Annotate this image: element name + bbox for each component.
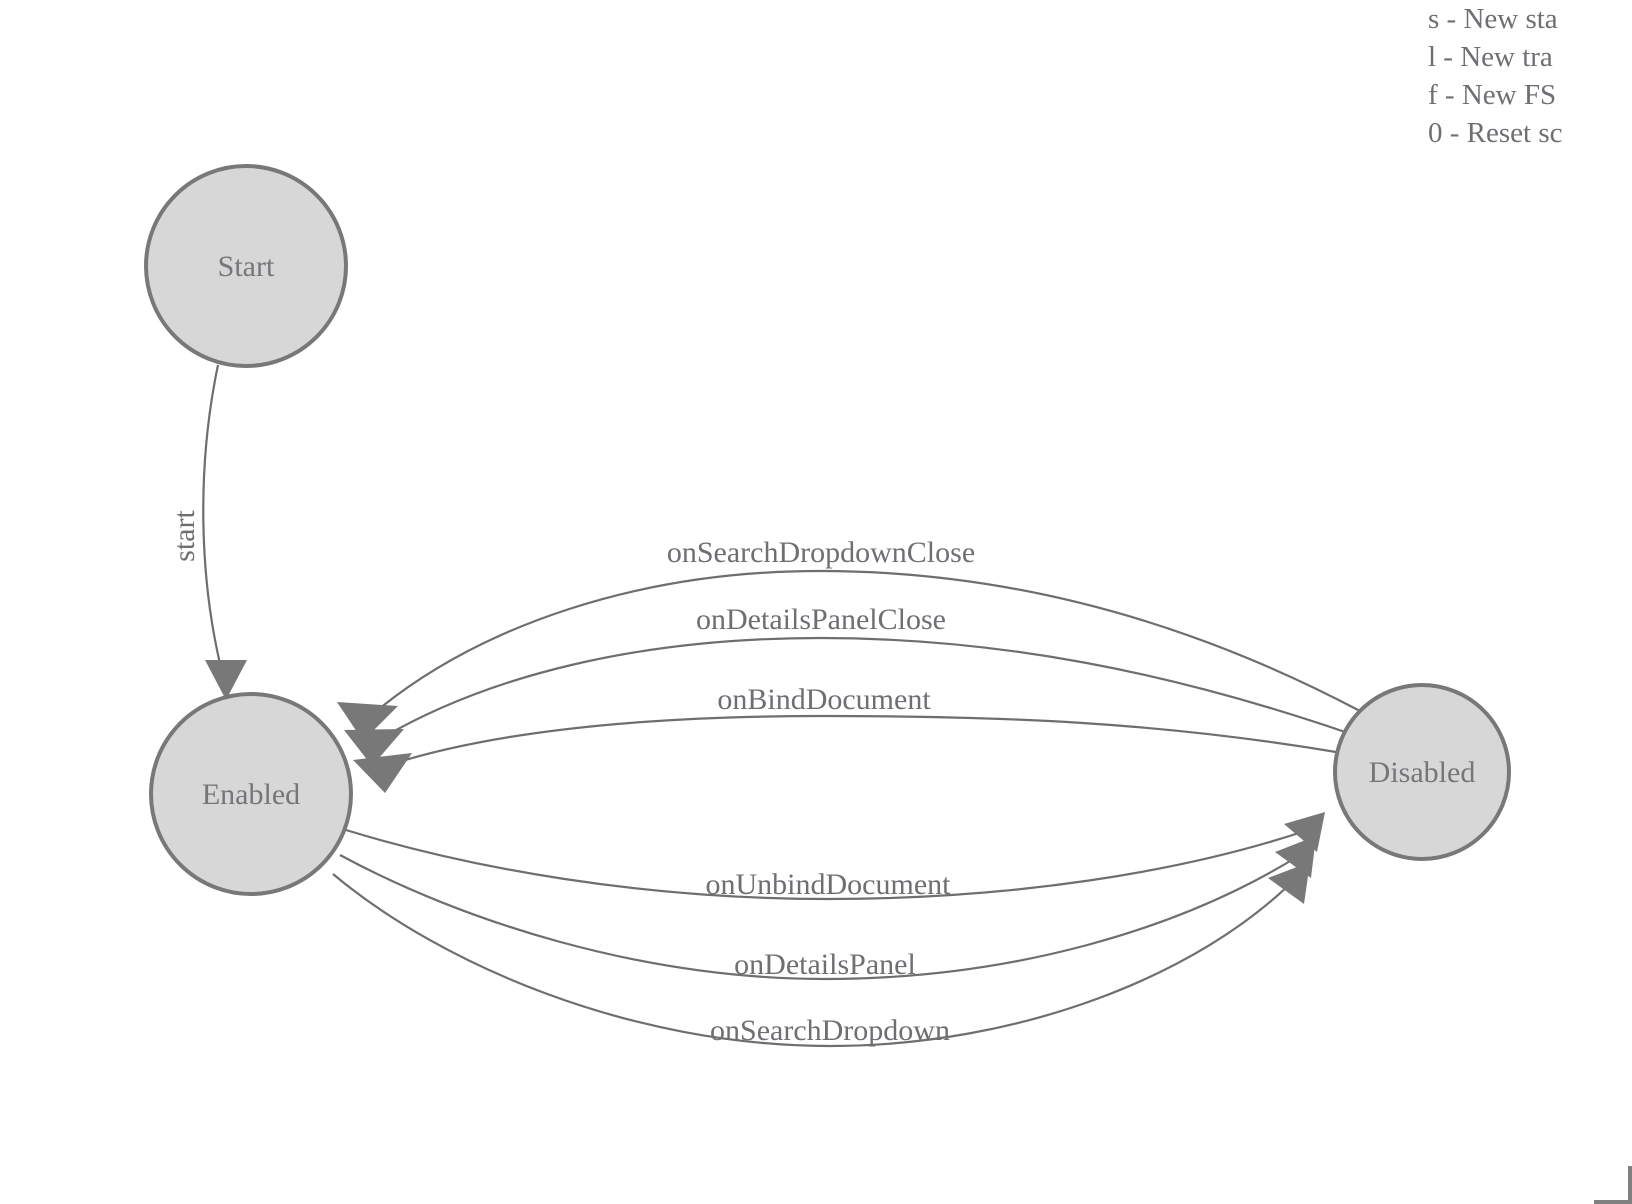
transition-label-onsearchdropdown: onSearchDropdown — [710, 1014, 950, 1047]
shortcut-new-transition: l - New tra — [1428, 41, 1553, 73]
transition-path[interactable] — [373, 569, 1361, 714]
transition-path[interactable] — [332, 873, 1297, 1048]
transition-label-ondetailspanelclose: onDetailsPanelClose — [696, 603, 946, 636]
transition-path[interactable] — [381, 636, 1349, 739]
arrow-head — [205, 660, 247, 700]
state-circle[interactable] — [149, 692, 353, 896]
transition-label-ondetailspanel: onDetailsPanel — [734, 948, 916, 981]
state-circle[interactable] — [1333, 683, 1511, 861]
arrow-head — [1268, 862, 1310, 904]
state-label: Start — [218, 250, 275, 283]
shortcut-new-state: s - New sta — [1428, 3, 1558, 35]
shortcut-reset-scale: 0 - Reset sc — [1428, 117, 1563, 149]
transition-disabled-to-enabled-onsearchdropdownclose[interactable] — [337, 569, 1361, 741]
state-node-start[interactable]: Start — [144, 164, 348, 368]
state-label: Enabled — [202, 778, 300, 811]
state-label: Disabled — [1369, 756, 1476, 789]
transition-path[interactable] — [339, 854, 1301, 981]
keyboard-shortcuts-help: s - New sta l - New tra f - New FS 0 - R… — [1428, 0, 1632, 152]
arrow-head — [344, 729, 404, 766]
transition-path[interactable] — [202, 364, 223, 669]
transition-label-onsearchdropdownclose: onSearchDropdownClose — [667, 536, 975, 569]
arrow-head — [337, 702, 398, 741]
transition-label-onbinddocument: onBindDocument — [717, 683, 931, 716]
transition-disabled-to-enabled-onbinddocument[interactable] — [353, 714, 1343, 793]
transition-label-start: start — [168, 510, 201, 562]
transition-enabled-to-disabled-onsearchdropdown[interactable] — [332, 862, 1310, 1048]
transition-path[interactable] — [345, 828, 1309, 901]
canvas-frame-corner — [1594, 1166, 1632, 1204]
state-node-enabled[interactable]: Enabled — [149, 692, 353, 896]
arrow-head — [353, 753, 412, 793]
transition-start-to-enabled[interactable] — [202, 364, 247, 700]
state-node-disabled[interactable]: Disabled — [1333, 683, 1511, 861]
transition-disabled-to-enabled-ondetailspanelclose[interactable] — [344, 636, 1349, 766]
shortcut-new-fsm: f - New FS — [1428, 79, 1557, 111]
state-circle[interactable] — [144, 164, 348, 368]
transition-path[interactable] — [391, 714, 1343, 766]
transition-label-onunbinddocument: onUnbindDocument — [706, 868, 952, 901]
